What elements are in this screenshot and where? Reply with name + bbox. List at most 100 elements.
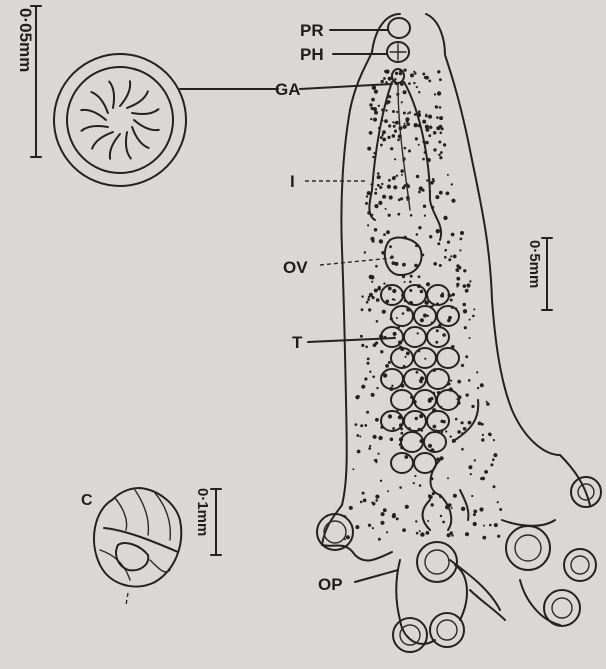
stipple-dot [388, 287, 392, 291]
stipple-dot [377, 184, 380, 187]
stipple-dot [468, 465, 472, 469]
stipple-dot [369, 131, 373, 135]
stipple-dot [463, 427, 467, 431]
stipple-dot [440, 132, 443, 135]
gonotyl-spines [81, 81, 159, 159]
gonotyl-spine [126, 132, 131, 158]
testis [427, 411, 449, 431]
stipple-dot [455, 418, 458, 421]
stipple-dot [399, 486, 402, 489]
label-ga: GA [275, 80, 301, 99]
stipple-dot [414, 72, 417, 75]
stipple-dot [427, 520, 429, 522]
stipple-dot [379, 239, 383, 243]
stipple-dot [367, 362, 370, 365]
stipple-dot [381, 183, 383, 185]
stipple-dot [416, 371, 419, 374]
stipple-dot [368, 524, 371, 527]
stipple-dot [451, 507, 453, 509]
stipple-dot [376, 320, 379, 323]
stipple-dot [416, 175, 419, 178]
stipple-dot [397, 139, 400, 142]
stipple-dot [404, 455, 408, 459]
stipple-dot [450, 435, 452, 437]
label-op: OP [318, 575, 343, 594]
stipple-dot [497, 501, 499, 503]
stipple-dot [392, 513, 396, 517]
stipple-dot [395, 72, 398, 75]
stipple-dot [387, 490, 389, 492]
stipple-dot [393, 125, 396, 128]
stipple-dot [403, 112, 406, 115]
stipple-dot [363, 499, 367, 503]
stipple-dot [360, 501, 363, 504]
stipple-dot [435, 195, 439, 199]
stipple-dot [367, 224, 369, 226]
stipple-dot [402, 312, 405, 315]
stipple-dot [405, 117, 409, 121]
stipple-dot [386, 531, 388, 533]
stipple-dot [443, 216, 447, 220]
testis [427, 285, 449, 305]
stipple-dot [434, 93, 436, 95]
stipple-dot [490, 463, 493, 466]
gonotyl-spine [132, 109, 158, 114]
stipple-dot [378, 201, 382, 205]
stipple-dot [465, 532, 469, 536]
stipple-dot [378, 436, 382, 440]
stipple-dot [369, 293, 373, 297]
gonotyl-spine [127, 91, 148, 108]
stipple-dot [428, 80, 431, 83]
stipple-dot [466, 283, 470, 287]
stipple-dot [392, 289, 396, 293]
stipple-dot [468, 421, 472, 425]
stipple-dot [416, 86, 418, 88]
stipple-dot [385, 70, 389, 74]
stipple-dot [374, 289, 378, 293]
stipple-dot [352, 468, 354, 470]
stipple-dot [428, 115, 432, 119]
stipple-dot [346, 535, 350, 539]
stipple-dot [437, 91, 441, 95]
stipple-dot [484, 470, 488, 474]
stipple-dot [393, 176, 396, 179]
stipple-dot [463, 303, 467, 307]
stipple-dot [368, 447, 371, 450]
stipple-dot [429, 235, 432, 238]
stipple-dot [403, 90, 407, 94]
stipple-dot [382, 134, 384, 136]
stipple-dot [378, 105, 380, 107]
sucker-detail [94, 488, 181, 605]
stipple-dot [436, 229, 440, 233]
stipple-dot [486, 402, 489, 405]
stipple-dot [362, 492, 365, 495]
stipple-dot [444, 256, 447, 259]
testis [424, 432, 446, 452]
stipple-dot [439, 156, 442, 159]
label-pr: PR [300, 21, 324, 40]
stipple-dot [438, 141, 441, 144]
stipple-dot [397, 213, 400, 216]
stipple-dot [469, 280, 471, 282]
gonotyl-spine [134, 120, 159, 130]
scale-label-gonotyl: 0·05mm [16, 8, 35, 72]
stipple-dot [472, 315, 475, 318]
stipple-dot [442, 333, 446, 337]
stipple-dot [452, 345, 455, 348]
stipple-dot [439, 264, 442, 267]
stipple-dot [461, 507, 465, 511]
stipple-dot [388, 214, 391, 217]
stipple-dot [372, 502, 375, 505]
testis [381, 411, 403, 431]
stipple-dot [426, 179, 428, 181]
stipple-dot [367, 298, 370, 301]
stipple-dot [383, 77, 386, 80]
stipple-dot [480, 383, 484, 387]
stipple-dot [383, 508, 387, 512]
stipple-dot [493, 485, 496, 488]
stipple-dot [457, 270, 459, 272]
stipple-dot [482, 536, 486, 540]
stipple-dot [432, 178, 435, 181]
stipple-dot [415, 520, 417, 522]
